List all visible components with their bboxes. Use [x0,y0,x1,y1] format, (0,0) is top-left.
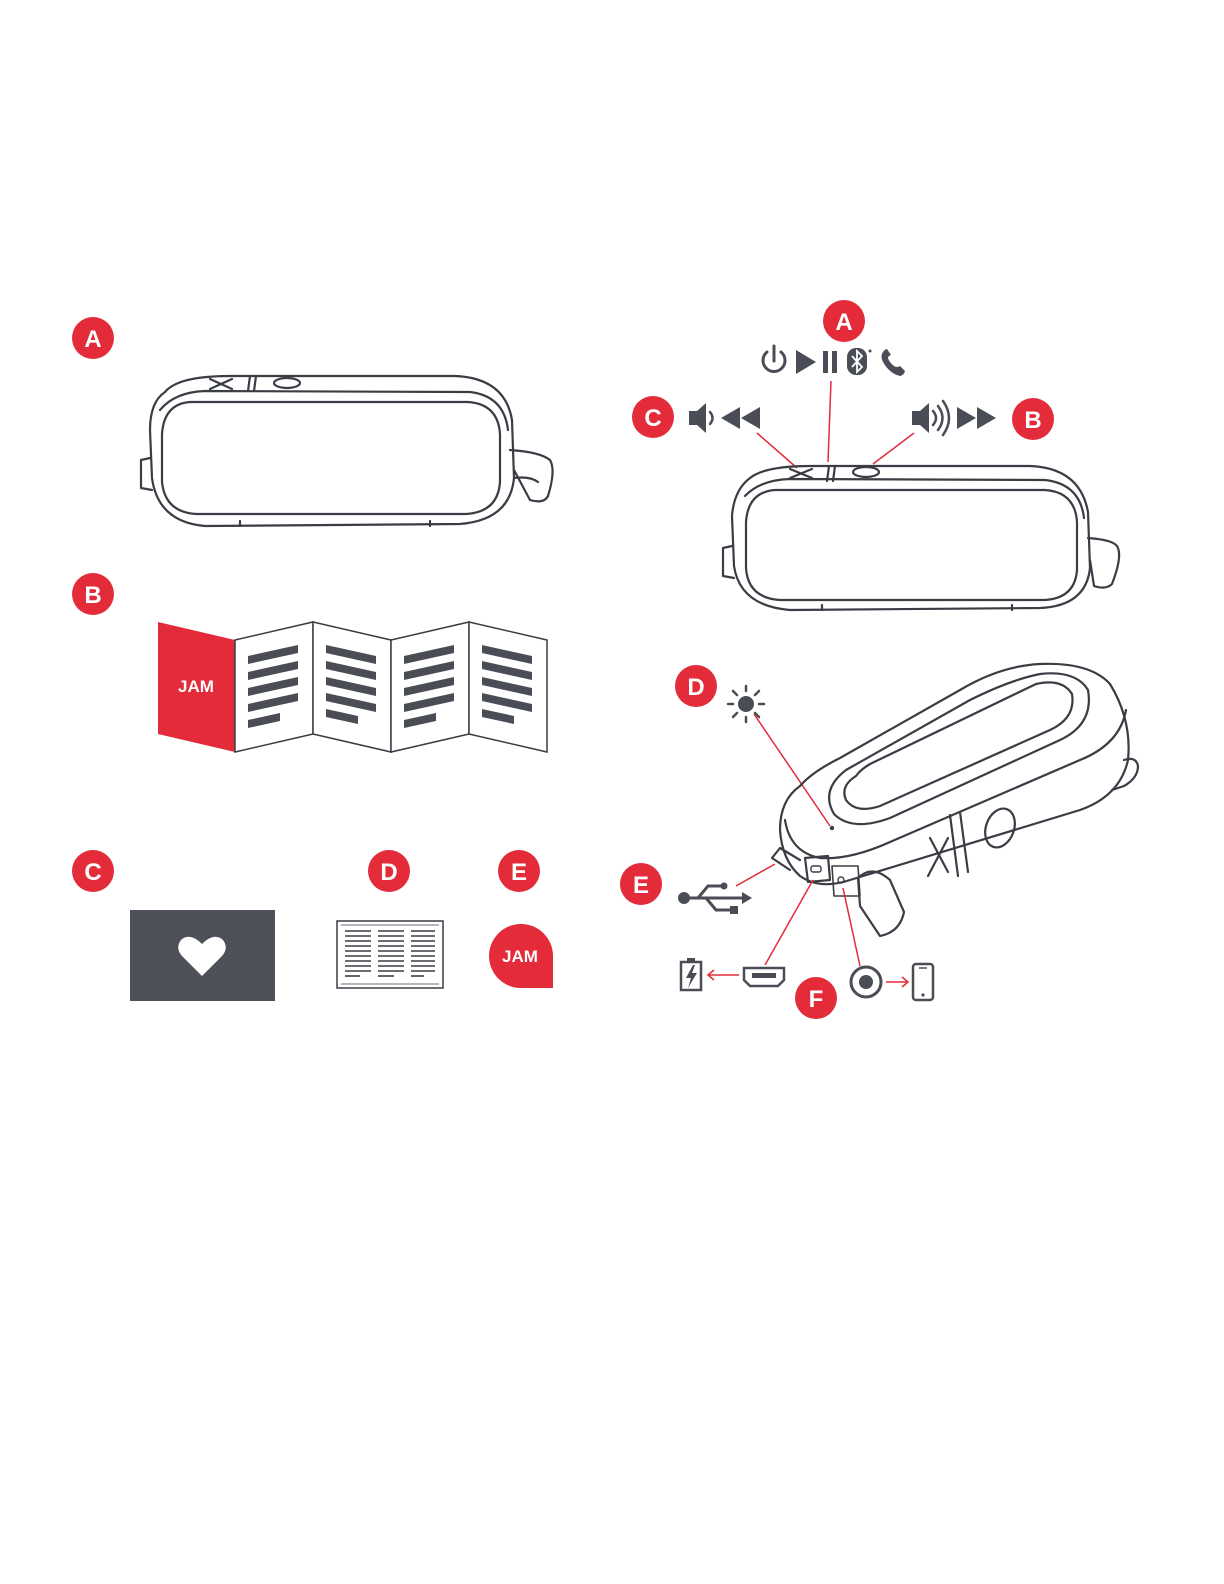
volume-down-rewind-icons [689,403,760,433]
folded-quick-start-leaflet: JAM [158,622,547,752]
speaker-front-illustration [141,376,553,526]
aux-jack-icon [851,967,881,997]
badge-b-controls-text: B [1024,407,1041,434]
badge-f-controls: F [795,977,837,1019]
volume-down-icon [689,403,713,433]
badge-b-text: B [84,582,101,609]
badge-b-controls: B [1012,398,1054,440]
badge-c-controls-text: C [644,405,661,432]
power-icon [763,346,785,371]
speaker-controls-illustration [723,466,1119,610]
badge-a-controls: A [823,300,865,342]
speaker-top-perspective-illustration [772,664,1138,936]
battery-charging-icon [681,958,701,990]
multifunction-icons [763,346,905,376]
jam-logo-sticker: JAM [489,924,553,988]
thank-you-card [130,910,275,1001]
badge-f-controls-text: F [809,986,824,1013]
leaflet-brand-logo: JAM [178,677,214,696]
rewind-icon [721,407,760,429]
badge-a-controls-text: A [835,309,852,336]
usb-icon [678,883,752,915]
fast-forward-icon [957,407,996,429]
badge-d-controls: D [675,665,717,707]
badge-a-contents: A [72,317,114,359]
badge-e-controls-text: E [633,872,649,899]
badge-b-contents: B [72,573,114,615]
badge-e-controls: E [620,863,662,905]
bluetooth-icon [847,348,872,375]
phone-device-icon [913,964,933,1000]
badge-c-contents: C [72,850,114,892]
badge-a-text: A [84,326,101,353]
phone-icon [882,349,906,376]
badge-d-text: D [380,859,397,886]
pause-icon [823,351,837,373]
badge-d-controls-text: D [687,674,704,701]
badge-c-text: C [84,859,101,886]
micro-usb-port-icon [744,968,784,986]
volume-up-forward-icons [912,401,996,435]
user-manual-booklet [337,921,443,988]
play-icon [796,350,816,374]
led-light-icon [728,686,764,722]
volume-up-icon [912,401,949,435]
badge-e-contents: E [498,850,540,892]
sticker-brand-logo: JAM [502,947,538,966]
badge-c-controls: C [632,396,674,438]
badge-d-contents: D [368,850,410,892]
badge-e-text: E [511,859,527,886]
